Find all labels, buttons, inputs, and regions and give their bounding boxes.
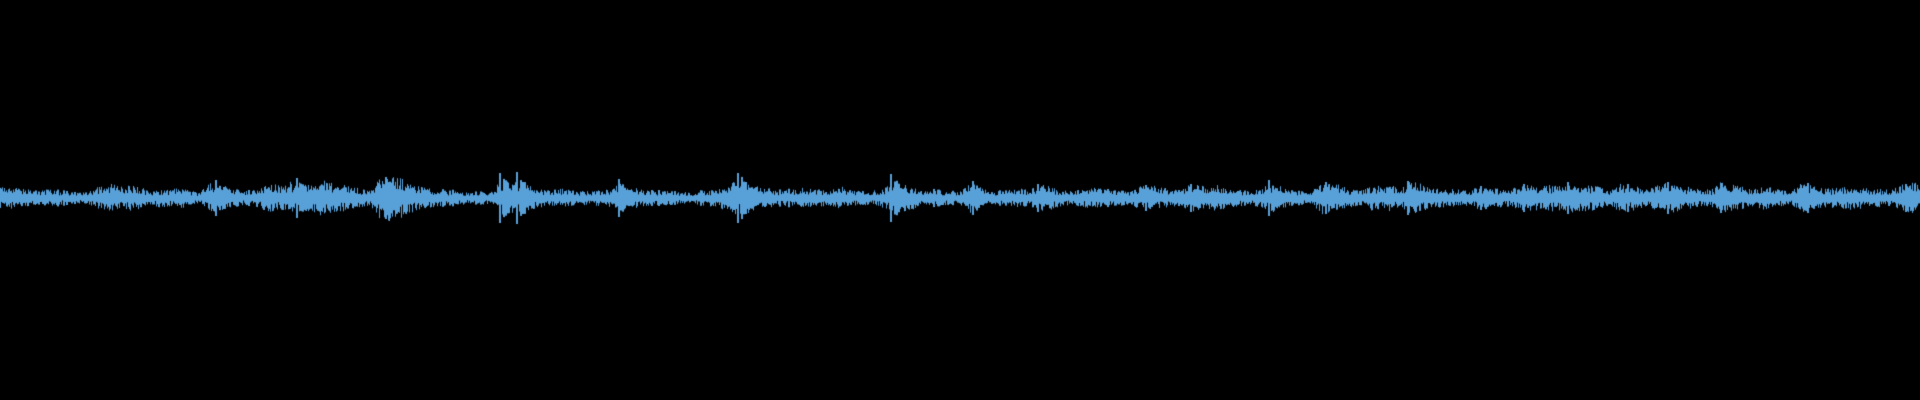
audio-waveform — [0, 0, 1920, 400]
waveform-stage — [0, 0, 1920, 400]
